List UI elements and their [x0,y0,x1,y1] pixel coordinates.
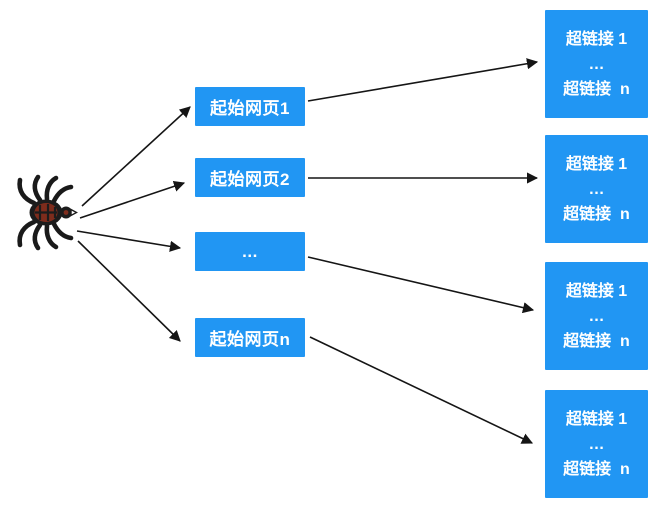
hyperlink-box-4: 超链接 1 … 超链接 n [545,390,648,498]
arrow-ellipsis-to-links3 [307,256,535,314]
arrow-start1-to-links1 [307,58,539,102]
hyperlink-line-n: 超链接 n [563,205,630,223]
arrow-spider-to-start-ellipsis [76,230,182,252]
hyperlink-line-ellipsis: … [588,55,605,73]
start-page-label: 起始网页1 [210,99,290,118]
start-page-box-ellipsis: ... [195,232,305,271]
arrow-startn-to-links4 [309,336,534,444]
hyperlink-line-n: 超链接 n [563,80,630,98]
start-page-box-2: 起始网页2 [195,158,305,197]
hyperlink-line-1: 超链接 1 [565,410,628,428]
start-page-label: 起始网页2 [210,170,290,189]
arrow-spider-to-startn [77,240,181,342]
hyperlink-box-1: 超链接 1 … 超链接 n [545,10,648,118]
start-page-box-1: 起始网页1 [195,87,305,126]
hyperlink-line-n: 超链接 n [563,332,630,350]
hyperlink-box-3: 超链接 1 … 超链接 n [545,262,648,370]
hyperlink-line-ellipsis: … [588,180,605,198]
spider-icon [17,174,78,251]
hyperlink-line-n: 超链接 n [563,460,630,478]
start-page-box-n: 起始网页n [195,318,305,357]
hyperlink-line-1: 超链接 1 [565,155,628,173]
hyperlink-box-2: 超链接 1 … 超链接 n [545,135,648,243]
hyperlink-line-ellipsis: … [588,435,605,453]
arrow-spider-to-start1 [81,106,191,207]
start-page-label: ... [242,241,258,261]
arrow-spider-to-start2 [79,180,186,219]
hyperlink-line-1: 超链接 1 [565,282,628,300]
start-page-label: 起始网页n [209,330,291,349]
hyperlink-line-ellipsis: … [588,307,605,325]
hyperlink-line-1: 超链接 1 [565,30,628,48]
